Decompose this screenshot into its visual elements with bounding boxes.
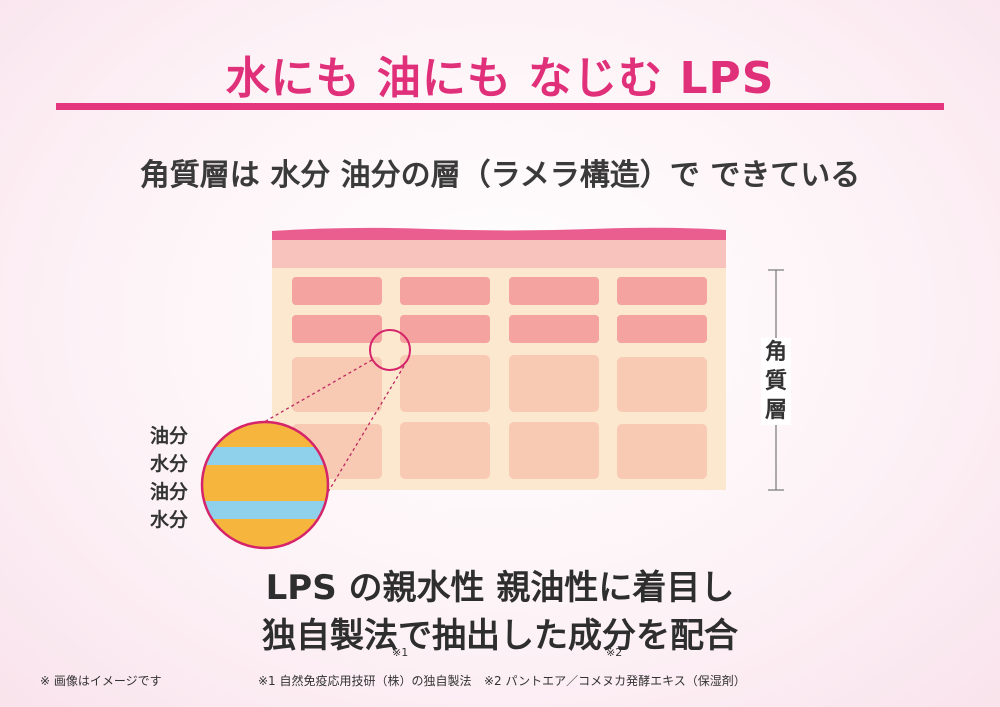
cell-row-4	[292, 422, 707, 479]
footnote-2: ※2 パントエア／コメヌカ発酵エキス（保湿剤）	[484, 674, 746, 688]
corneocyte-cell	[400, 315, 490, 343]
corneocyte-cell	[400, 355, 490, 412]
subtitle: 角質層は 水分 油分の層（ラメラ構造）で できている	[139, 158, 861, 193]
cell-row-3	[292, 355, 707, 412]
corneocyte-cell	[617, 357, 707, 412]
corneocyte-cell	[509, 315, 599, 343]
corneocyte-cell	[617, 315, 707, 343]
headline-part-method: 独自製法	[262, 616, 398, 656]
corneocyte-cell	[509, 355, 599, 412]
corneocyte-cell	[617, 424, 707, 479]
corneocyte-cell	[400, 422, 490, 479]
corneocyte-cell	[509, 277, 599, 305]
surface-layer	[272, 240, 726, 268]
corneocyte-cell	[617, 277, 707, 305]
footnote-mark-1: ※1	[392, 646, 409, 659]
footnote-1: ※1 自然免疫応用技研（株）の独自製法	[258, 674, 472, 688]
page-title: 水にも 油にも なじむ LPS	[225, 53, 775, 104]
corneocyte-cell	[292, 315, 382, 343]
image-disclaimer: ※ 画像はイメージです	[40, 674, 162, 688]
zoom-guide-line	[321, 365, 405, 503]
oil-layer	[202, 519, 328, 548]
water-layer	[202, 447, 328, 465]
layer-label-water: 水分	[150, 453, 189, 475]
corneocyte-cell	[292, 277, 382, 305]
footnote-mark-2: ※2	[606, 646, 623, 659]
layer-label-oil: 油分	[150, 425, 189, 447]
cell-row-1	[292, 277, 707, 305]
skin-surface-line	[272, 227, 726, 240]
headline-line-1: LPS の親水性 親油性に着目し	[265, 568, 735, 608]
title-underline	[56, 103, 944, 110]
magnifier-outline	[200, 420, 330, 550]
headline-line-2: 独自製法で抽出した成分を配合	[0, 608, 1000, 657]
cell-row-2	[292, 315, 707, 343]
corneocyte-cell	[292, 357, 382, 412]
corneocyte-cell	[509, 422, 599, 479]
oil-layer	[202, 465, 328, 501]
focus-circle	[369, 329, 411, 371]
headline-part-formulate: を配合	[636, 616, 738, 656]
corneocyte-cell	[400, 277, 490, 305]
water-layer	[202, 501, 328, 519]
layer-label-water: 水分	[150, 509, 189, 531]
headline-part-ingredient: 成分	[568, 616, 636, 656]
zoom-guide-line	[211, 359, 373, 453]
stratum-corneum-label: 角質層	[761, 338, 791, 425]
layer-label-oil: 油分	[150, 481, 189, 503]
headline-part-extract: で抽出した	[398, 616, 568, 656]
